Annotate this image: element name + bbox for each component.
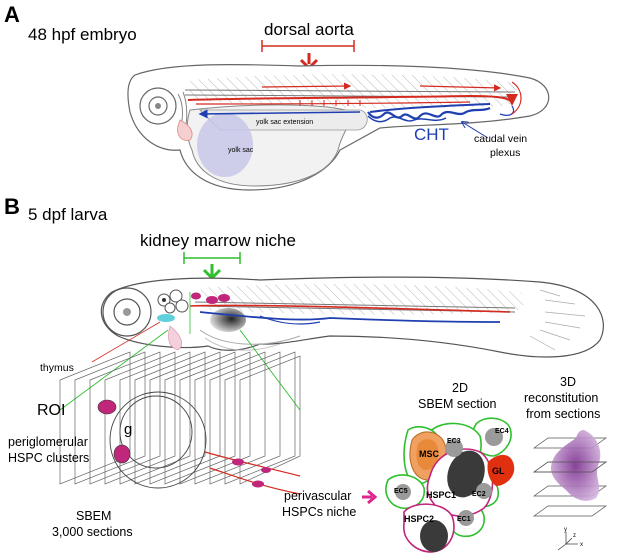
section-2d-label-2: SBEM section	[418, 397, 497, 411]
dorsal-aorta-label: dorsal aorta	[264, 20, 354, 39]
axis-y-label: y	[564, 527, 567, 533]
cell-ec5-label: EC5	[394, 488, 408, 495]
panel-a-letter: A	[4, 2, 20, 27]
panel-a-title: 48 hpf embryo	[28, 25, 137, 44]
caudal-vein-label-1: caudal vein	[474, 133, 527, 145]
glomerulus-outer	[109, 391, 207, 489]
cell-msc-label: MSC	[419, 449, 440, 459]
glomerulus-g-label: g	[124, 421, 132, 438]
recon-label-3: from sections	[526, 407, 600, 421]
yolk-sac-shape	[197, 113, 253, 177]
larva-5dpf	[100, 276, 604, 358]
cell-ec2-label: EC2	[472, 491, 486, 498]
zoom-line-right	[239, 329, 301, 411]
roi-label: ROI	[37, 402, 65, 419]
thymus-pointer	[91, 321, 161, 363]
glomerulus-inner	[119, 395, 193, 469]
periglomerular-cluster	[113, 444, 131, 464]
cell-ec1-label: EC1	[457, 516, 471, 523]
cell-hspc1-label: HSPC1	[426, 490, 456, 500]
cell-gl-label: GL	[492, 466, 505, 476]
dorsal-aorta-marker: dorsal aorta	[261, 20, 355, 71]
cht-label: CHT	[414, 125, 449, 144]
caudal-vein-label-2: plexus	[490, 147, 520, 159]
recon-label-1: 3D	[560, 375, 576, 389]
zoom-line-left	[59, 329, 169, 411]
thymus-label: thymus	[40, 362, 74, 374]
sbem-label-1: SBEM	[76, 509, 111, 523]
panel-b-letter: B	[4, 194, 20, 219]
yolk-sac-label: yolk sac	[228, 147, 254, 154]
cell-ec4-label: EC4	[495, 428, 509, 435]
perivascular-hspc-1	[232, 458, 244, 466]
roi-cluster	[97, 399, 117, 415]
periglomerular-label-2: HSPC clusters	[8, 451, 89, 465]
kidney-marrow-niche-marker: kidney marrow niche	[140, 231, 296, 281]
perivascular-label-2: HSPCs niche	[282, 505, 356, 519]
cell-ec3-label: EC3	[447, 438, 461, 445]
sbem-label-2: 3,000 sections	[52, 525, 133, 539]
sbem-2d-section	[385, 417, 515, 553]
recon-label-2: reconstitution	[524, 391, 598, 405]
kidney-marrow-niche-label: kidney marrow niche	[140, 231, 296, 250]
embryo-48hpf	[127, 63, 550, 191]
axis-x-label: x	[580, 542, 583, 548]
panel-b-title: 5 dpf larva	[28, 205, 108, 224]
perivascular-hspc-2	[252, 480, 264, 488]
sbem-section-stack	[59, 351, 301, 485]
periglomerular-label-1: periglomerular	[8, 435, 88, 449]
reconstruction-3d	[532, 430, 608, 551]
perivascular-hspc-3	[261, 467, 271, 473]
yolk-sac-extension-label: yolk sac extension	[256, 119, 313, 126]
section-2d-label-1: 2D	[452, 381, 468, 395]
cell-hspc2-label: HSPC2	[404, 514, 434, 524]
perivascular-to-section-arrow	[362, 489, 378, 505]
axis-z-label: z	[573, 533, 576, 539]
perivascular-label-1: perivascular	[284, 489, 351, 503]
